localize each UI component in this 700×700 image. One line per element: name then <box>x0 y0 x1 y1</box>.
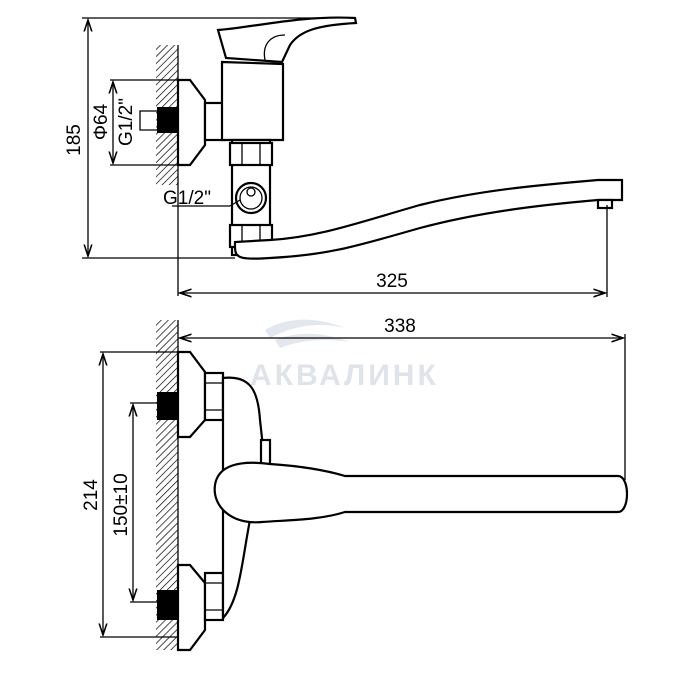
wall-inlet <box>157 107 178 133</box>
watermark-brand: АКВАЛИНК <box>250 359 439 392</box>
wall-flange <box>176 78 207 167</box>
upper-flange <box>176 350 207 439</box>
wall-inlet-lower <box>157 590 178 620</box>
side-view: 338 214 150±10 <box>81 316 629 652</box>
inlet-spacing-label: 150±10 <box>111 473 132 536</box>
flange-diameter-label: Φ64 <box>91 103 112 140</box>
height-dimension-label: 185 <box>64 124 85 156</box>
spout <box>233 178 624 260</box>
top-view: 185 Φ64 G1/2" G1/2" 325 <box>64 16 624 297</box>
mixer-body <box>220 60 285 142</box>
outlet-thread-label: G1/2" <box>163 188 211 209</box>
wall-thread-label: G1/2" <box>116 98 137 146</box>
lever-handle <box>216 16 358 64</box>
watermark-logo <box>265 319 350 348</box>
reach-dimension-label: 325 <box>376 271 408 292</box>
aerator <box>596 198 614 210</box>
lower-flange <box>176 563 207 652</box>
height-dimension-label: 214 <box>81 479 102 511</box>
wall-inlet-upper <box>157 392 178 420</box>
length-dimension-label: 338 <box>384 316 416 337</box>
spout-with-lever <box>213 461 629 524</box>
